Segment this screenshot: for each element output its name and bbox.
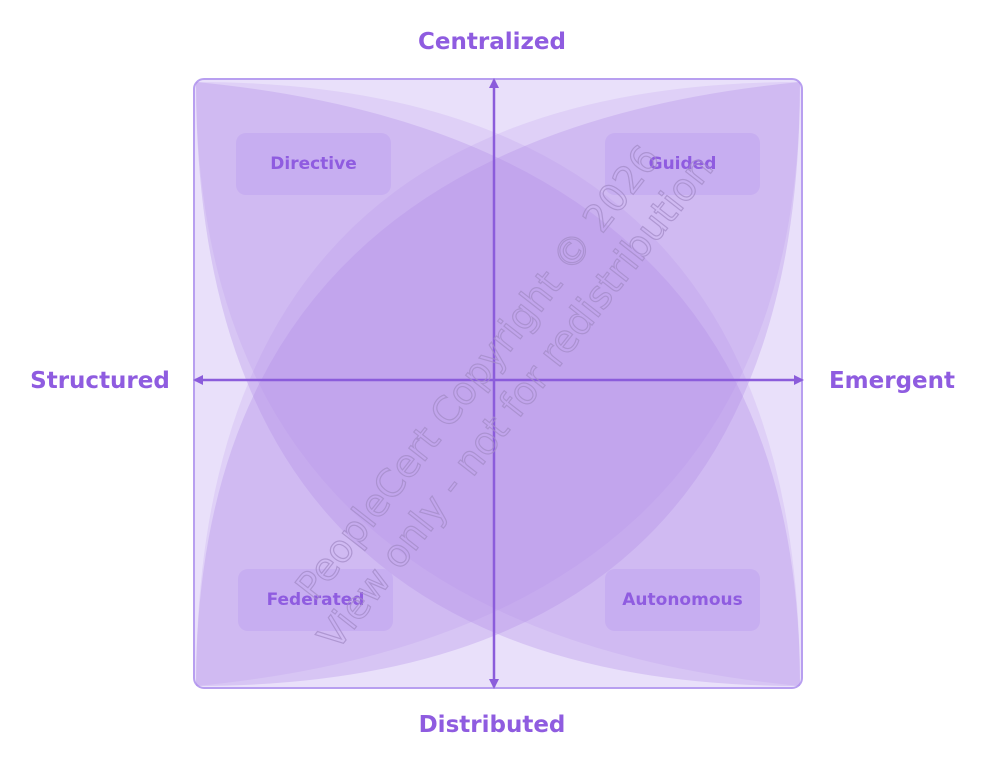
petal-top-left: [196, 82, 800, 686]
quadrant-box-autonomous: Autonomous: [605, 569, 760, 631]
axis-label-right: Emergent: [829, 368, 955, 394]
axis-label-left: Structured: [30, 368, 170, 394]
petal-top-right: [196, 82, 800, 686]
petal-bottom-right: [196, 82, 800, 686]
quadrant-box-guided: Guided: [605, 133, 760, 195]
quadrant-box-directive: Directive: [236, 133, 391, 195]
axis-label-bottom: Distributed: [419, 712, 566, 738]
quadrant-label-guided: Guided: [649, 154, 717, 174]
quadrant-label-directive: Directive: [270, 154, 357, 174]
petal-bottom-left: [196, 82, 800, 686]
quadrant-label-autonomous: Autonomous: [622, 590, 742, 610]
quadrant-box-federated: Federated: [238, 569, 393, 631]
axis-label-top: Centralized: [418, 29, 566, 55]
quadrant-label-federated: Federated: [267, 590, 365, 610]
overlap-petals: [196, 82, 800, 686]
